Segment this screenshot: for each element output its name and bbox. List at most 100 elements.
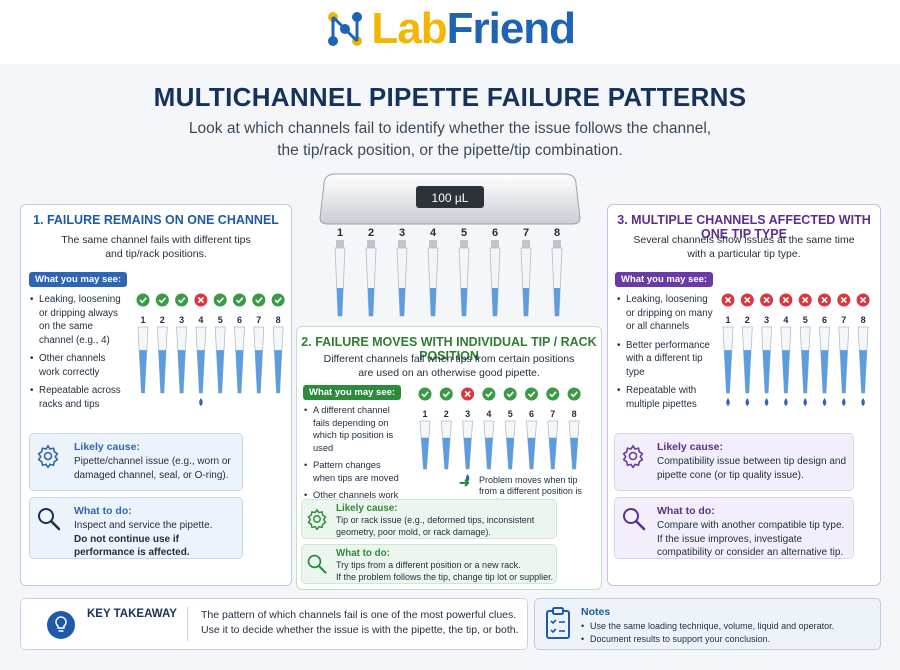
tip-liquid <box>840 350 848 393</box>
tip-liquid <box>442 437 451 469</box>
check-icon-mark <box>274 297 282 304</box>
card1-likely-text: Pipette/channel issue (e.g., worn or dam… <box>74 456 231 481</box>
lightbulb-icon <box>47 611 75 639</box>
check-icon <box>252 293 266 307</box>
tip-liquid <box>801 350 809 393</box>
takeaway-line: Use it to decide whether the issue is wi… <box>201 624 519 636</box>
card3-what-to-do-box: What to do: Compare with another compati… <box>614 497 854 559</box>
tip-liquid <box>549 437 557 469</box>
x-mark-icon-mark <box>802 296 809 304</box>
check-icon-mark <box>570 391 578 398</box>
card3-likely-label: Likely cause: <box>657 441 723 453</box>
takeaway-divider <box>187 607 188 641</box>
tip-liquid <box>460 288 468 316</box>
card2-desc-line: are used on an otherwise good pipette. <box>358 367 540 379</box>
pipette-nozzle <box>367 240 375 248</box>
pipette-nozzle <box>460 240 468 248</box>
notes-panel: Notes Use the same loading technique, vo… <box>534 598 881 650</box>
card2-see-label: What you may see: <box>303 385 402 400</box>
card3-bullets: Leaking, loosening or dripping on many o… <box>617 293 715 416</box>
channel-number: 1 <box>725 315 730 325</box>
card1-bullet: Other channels work correctly <box>30 352 122 379</box>
card1-todo-body: Inspect and service the pipette. Do not … <box>74 519 240 560</box>
tip-liquid <box>859 350 867 393</box>
channel-number: 2 <box>745 315 750 325</box>
x-mark-icon-mark <box>859 296 867 304</box>
channel-number: 3 <box>465 409 470 419</box>
channel-number: 7 <box>550 409 555 419</box>
tip-liquid <box>570 437 578 469</box>
gear-icon <box>622 444 644 468</box>
check-icon <box>525 387 538 401</box>
card1-likely-label: Likely cause: <box>74 441 140 453</box>
x-mark-icon-mark <box>782 296 790 304</box>
tip-liquid <box>782 350 790 393</box>
card1-title: 1. FAILURE REMAINS ON ONE CHANNEL <box>33 213 279 227</box>
card2-note-line: Problem moves when tip <box>479 475 578 485</box>
pipette-nozzle <box>491 240 499 248</box>
check-icon <box>136 293 150 307</box>
pipette-channel-number: 7 <box>523 227 529 239</box>
pipette-channel-number: 8 <box>554 227 560 239</box>
channel-number: 1 <box>422 409 427 419</box>
check-icon-mark <box>255 297 263 304</box>
pipette-nozzle <box>336 240 344 248</box>
channel-number: 4 <box>783 315 788 325</box>
channel-number: 5 <box>218 315 223 325</box>
tip-liquid <box>367 288 375 316</box>
card3-title: 3. MULTIPLE CHANNELS AFFECTED WITH ONE T… <box>617 213 871 241</box>
tip-liquid <box>485 437 493 469</box>
channel-number: 2 <box>160 315 165 325</box>
tip-liquid <box>216 350 224 393</box>
check-icon-mark <box>158 297 167 304</box>
check-icon-mark <box>235 297 244 304</box>
channel-number: 5 <box>803 315 808 325</box>
card1-todo-text: Inspect and service the pipette. <box>74 520 213 531</box>
notes-label: Notes <box>581 606 611 618</box>
card1-bullet: Repeatable across racks and tips <box>30 384 122 411</box>
check-icon-mark <box>178 297 186 304</box>
subtitle-line: Look at which channels fail to identify … <box>188 120 712 137</box>
card1-todo-label: What to do: <box>74 505 132 517</box>
drip-drop-icon <box>861 398 865 406</box>
card-channel-failure: 1. FAILURE REMAINS ON ONE CHANNEL The sa… <box>20 204 292 586</box>
card1-bullet: Leaking, loosening or dripping always on… <box>30 293 122 347</box>
card3-desc-line: Several channels show issues at the same… <box>633 234 855 246</box>
check-icon-mark <box>527 391 536 398</box>
check-icon-mark <box>421 391 429 398</box>
clipboard-checklist-icon <box>546 607 570 639</box>
tip-liquid <box>177 350 186 393</box>
card2-bullet: Pattern changes when tips are moved <box>304 459 404 484</box>
check-icon <box>546 387 560 401</box>
tip-liquid <box>158 350 167 393</box>
card3-todo-line: If the issue improves, investigate compa… <box>657 533 844 559</box>
labfriend-logo: LabFriend <box>0 0 900 62</box>
card1-desc-line: and tip/rack positions. <box>105 248 207 260</box>
card2-likely-line: geometry, poor mold, or rack damage). <box>336 526 491 537</box>
drip-drop-icon <box>199 398 203 406</box>
key-takeaway-panel: KEY TAKEAWAY The pattern of which channe… <box>20 598 528 650</box>
card1-likely-cause-box: Likely cause: Pipette/channel issue (e.g… <box>29 433 243 491</box>
tip-liquid <box>255 350 263 393</box>
magnifier-icon <box>623 508 646 531</box>
card3-likely-text: Compatibility issue between tip design a… <box>657 456 846 481</box>
channel-number: 3 <box>179 315 184 325</box>
pipette-nozzle <box>553 240 561 248</box>
check-icon <box>175 293 189 307</box>
card1-todo-warning: Do not continue use if performance is af… <box>74 533 190 559</box>
tip-liquid <box>762 350 771 393</box>
pipette-channel-number: 3 <box>399 227 405 239</box>
check-icon-mark <box>506 391 514 398</box>
check-icon-mark <box>139 297 147 304</box>
takeaway-text: The pattern of which channels fail is on… <box>201 608 519 638</box>
check-icon-mark <box>216 297 224 304</box>
card3-desc-line: with a particular tip type. <box>687 248 801 260</box>
drip-drop-icon <box>842 398 846 406</box>
x-mark-icon-mark <box>821 296 828 304</box>
drip-drop-icon <box>822 398 827 406</box>
card1-bullets: Leaking, loosening or dripping always on… <box>30 293 122 416</box>
card3-bullet: Leaking, loosening or dripping on many o… <box>617 293 715 334</box>
